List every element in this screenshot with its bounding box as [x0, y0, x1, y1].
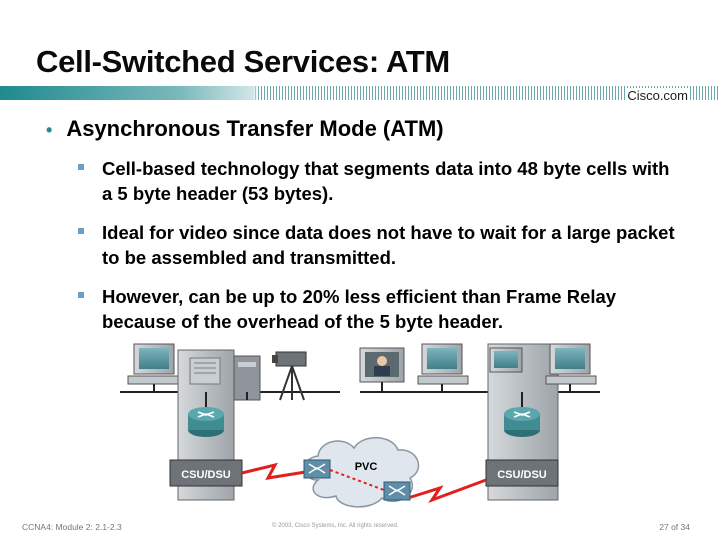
- slide-title: Cell-Switched Services: ATM: [36, 44, 450, 79]
- csu-dsu-left-label: CSU/DSU: [181, 469, 231, 481]
- bullet-square-icon: [78, 164, 84, 170]
- sub-bullet-text: However, can be up to 20% less efficient…: [102, 286, 617, 332]
- video-pc-icon: [359, 347, 405, 392]
- title-rule: [0, 86, 720, 100]
- sub-bullet: Ideal for video since data does not have…: [78, 220, 680, 270]
- csu-dsu-right-label: CSU/DSU: [497, 469, 547, 481]
- video-camera-icon: [272, 351, 307, 401]
- pc-icon: [127, 343, 181, 392]
- bullet-square-icon: [78, 228, 84, 234]
- pc-icon: [545, 343, 597, 392]
- main-bullet-text: Asynchronous Transfer Mode (ATM): [66, 116, 444, 141]
- sub-bullet-text: Ideal for video since data does not have…: [102, 222, 675, 268]
- router-icon: [188, 407, 224, 437]
- pvc-label: PVC: [355, 461, 378, 473]
- csu-dsu-left: CSU/DSU: [169, 459, 243, 487]
- media-server-icon: [233, 355, 261, 401]
- wan-link-left: [241, 462, 319, 480]
- pc-icon: [417, 343, 469, 392]
- router-icon: [504, 407, 540, 437]
- footer-module: CCNA4: Module 2: 2.1-2.3: [22, 522, 122, 532]
- bullet-square-icon: [78, 292, 84, 298]
- csu-dsu-right: CSU/DSU: [485, 459, 559, 487]
- sub-bullet-text: Cell-based technology that segments data…: [102, 158, 670, 204]
- sub-bullet: Cell-based technology that segments data…: [78, 156, 680, 206]
- wan-link-right: [407, 478, 487, 504]
- bullet-dot-icon: •: [46, 120, 53, 140]
- main-bullet: • Asynchronous Transfer Mode (ATM): [46, 116, 444, 142]
- atm-cloud-icon: PVC: [303, 437, 420, 508]
- sub-bullet: However, can be up to 20% less efficient…: [78, 284, 680, 334]
- network-diagram: CSU/DSU: [120, 343, 600, 508]
- brand-label: Cisco.com: [625, 88, 690, 103]
- footer-page-number: 27 of 34: [659, 522, 690, 532]
- footer-copyright: © 2003, Cisco Systems, Inc. All rights r…: [272, 523, 399, 529]
